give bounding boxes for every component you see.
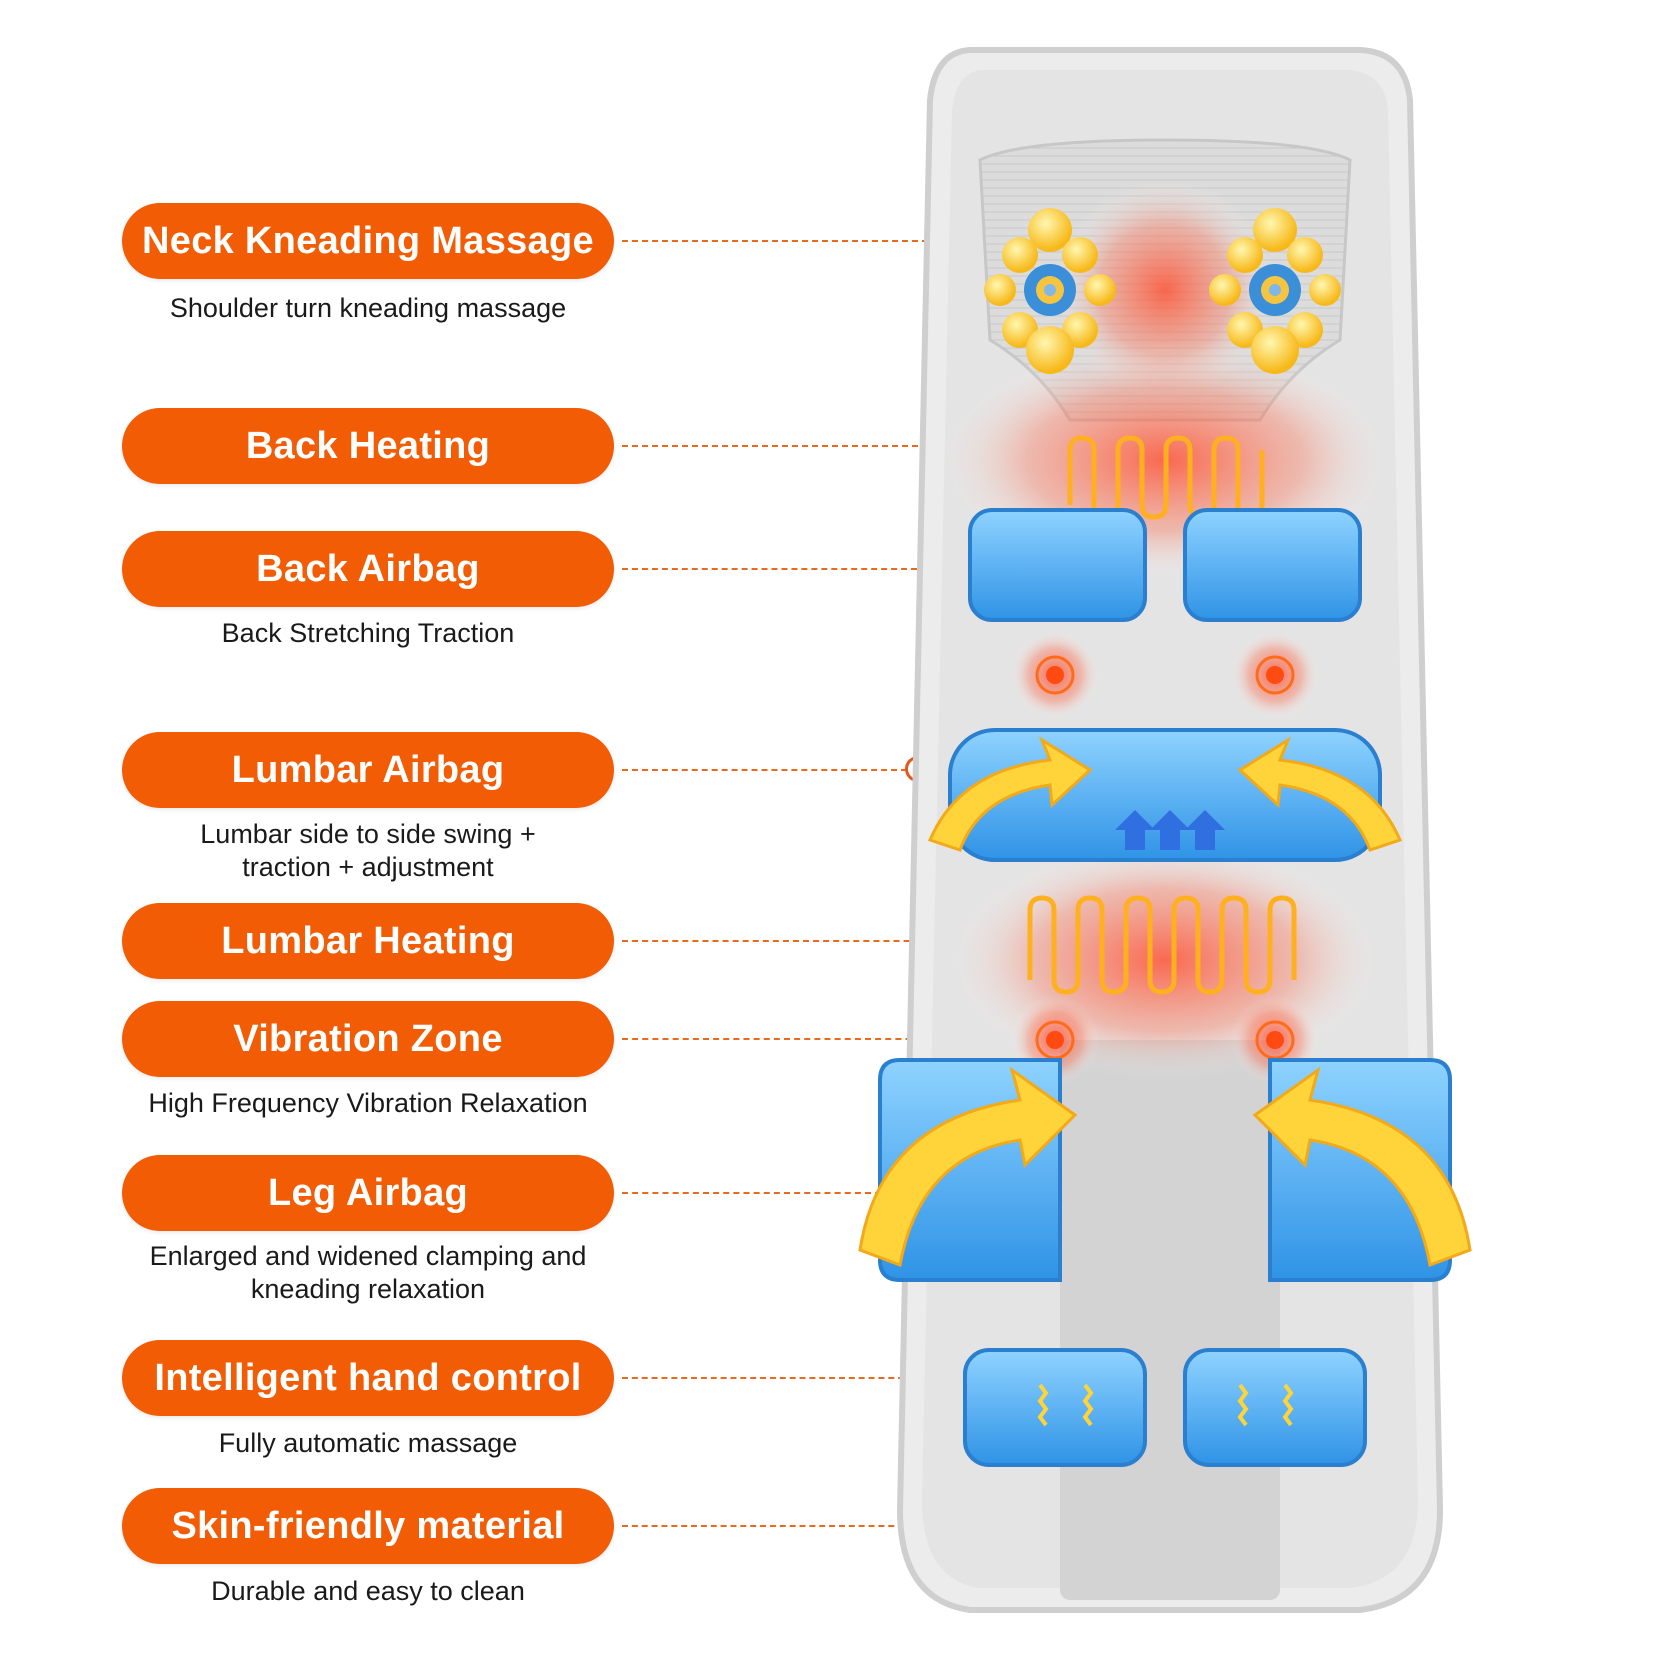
feature-title: Lumbar Heating — [122, 903, 614, 979]
back-airbag-right — [1183, 508, 1362, 622]
feature-subtitle: Fully automatic massage — [218, 1428, 518, 1458]
back-airbag-left — [968, 508, 1147, 622]
bottom-airbag-right — [1183, 1348, 1367, 1467]
feature-subtitle: Back Stretching Traction — [221, 618, 515, 648]
clamp-arrow-right-icon — [1252, 1066, 1472, 1268]
connector-line — [622, 1192, 952, 1194]
connector-line — [622, 1525, 914, 1527]
vibration-wave-icon — [1037, 1383, 1294, 1427]
feature-title: Skin-friendly material — [122, 1488, 614, 1564]
connector-line — [622, 568, 927, 570]
connector-line — [622, 240, 938, 242]
feature-subtitle: Lumbar side to side swing + traction + a… — [200, 819, 536, 882]
vibration-point-icon — [1255, 655, 1295, 695]
clamp-arrow-left-icon — [858, 1066, 1078, 1268]
connector-line — [622, 769, 907, 771]
swing-arrow-right-icon — [1237, 736, 1403, 852]
feature-subtitle: Enlarged and widened clamping and kneadi… — [149, 1241, 587, 1304]
bottom-airbag-left — [963, 1348, 1147, 1467]
feature-title: Intelligent hand control — [122, 1340, 614, 1416]
connector-line — [622, 1038, 952, 1040]
swing-arrow-left-icon — [927, 736, 1093, 852]
kneading-node-right-icon — [1209, 208, 1341, 374]
massage-cushion-illustration — [858, 47, 1472, 1613]
feature-subtitle: Durable and easy to clean — [211, 1576, 525, 1606]
feature-title: Vibration Zone — [122, 1001, 614, 1077]
lift-arrows-icon — [1115, 810, 1225, 850]
feature-title: Leg Airbag — [122, 1155, 614, 1231]
kneading-node-left-icon — [984, 208, 1116, 374]
connector-line — [622, 445, 938, 447]
feature-subtitle: Shoulder turn kneading massage — [169, 293, 567, 323]
feature-title: Neck Kneading Massage — [122, 203, 614, 279]
connector-line — [622, 1377, 914, 1379]
lumbar-heating-coil-icon — [1027, 895, 1297, 995]
connector-line — [622, 940, 980, 942]
feature-title: Back Airbag — [122, 531, 614, 607]
feature-subtitle: High Frequency Vibration Relaxation — [148, 1088, 588, 1118]
feature-title: Lumbar Airbag — [122, 732, 614, 808]
vibration-point-icon — [1035, 655, 1075, 695]
feature-title: Back Heating — [122, 408, 614, 484]
